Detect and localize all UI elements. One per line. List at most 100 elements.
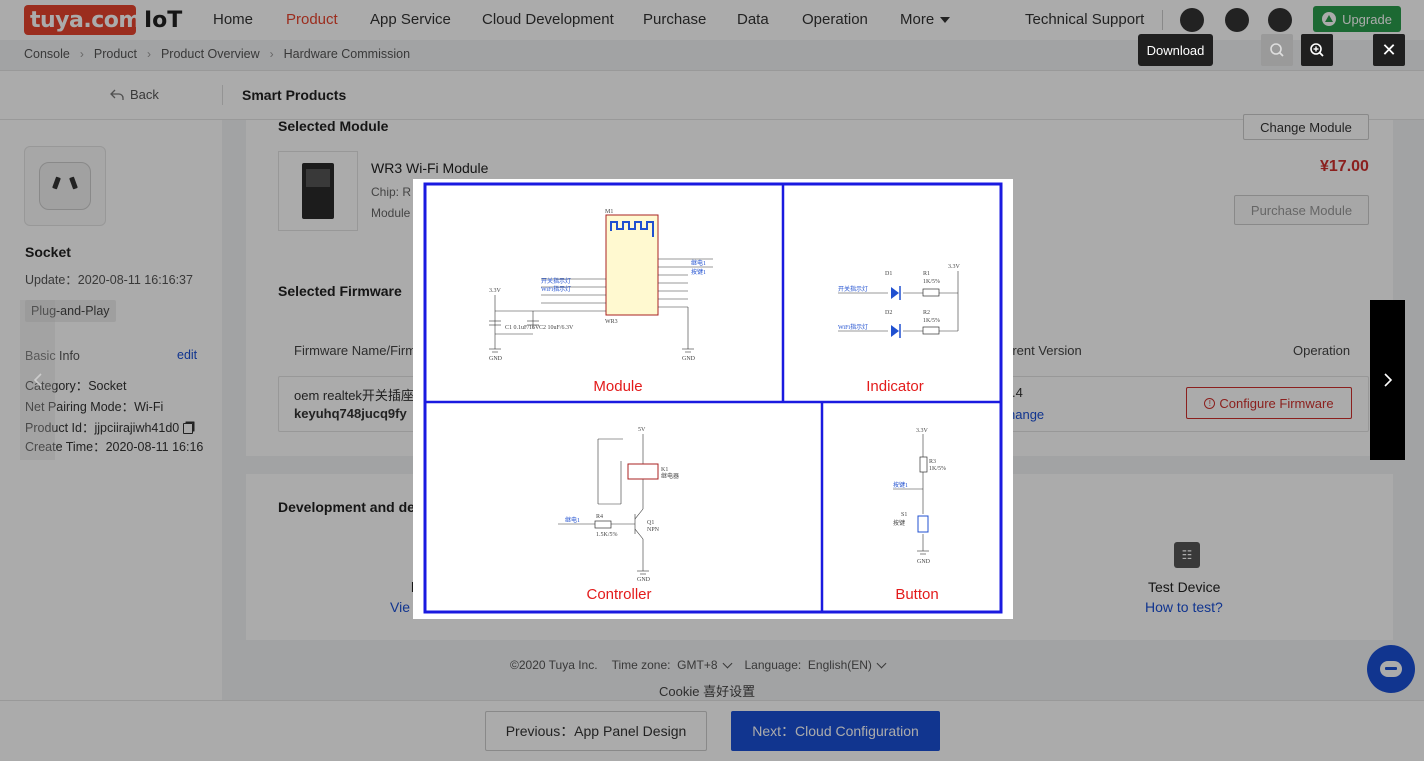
copy-icon[interactable] bbox=[183, 423, 194, 435]
tuya-logo[interactable]: tuya.com bbox=[24, 5, 141, 35]
development-item-title: l bbox=[411, 579, 414, 595]
chevron-right-icon bbox=[1383, 373, 1392, 387]
product-info-panel: Socket Update：2020-08-11 16:16:37 Plug-a… bbox=[0, 120, 222, 700]
language[interactable]: Language: English(EN) bbox=[745, 658, 887, 672]
close-icon: ✕ bbox=[1381, 39, 1397, 60]
firmware-id: keyuhq748jucq9fy bbox=[294, 406, 407, 421]
arrow-up-icon bbox=[1322, 12, 1337, 26]
firmware-name: oem realtek开关插座 bbox=[294, 388, 414, 403]
module-name: WR3 Wi-Fi Module bbox=[371, 160, 489, 176]
svg-text:开关指示灯: 开关指示灯 bbox=[541, 277, 571, 285]
svg-text:开关指示灯: 开关指示灯 bbox=[838, 285, 868, 293]
svg-text:5V: 5V bbox=[638, 427, 646, 433]
svg-text:WiFi指示灯: WiFi指示灯 bbox=[541, 285, 571, 293]
svg-text:C1 0.1uF/16V: C1 0.1uF/16V bbox=[505, 325, 540, 331]
nav-more[interactable]: More bbox=[900, 11, 951, 28]
nav-operation[interactable]: Operation bbox=[802, 11, 868, 28]
timezone[interactable]: Time zone: GMT+8 bbox=[612, 658, 732, 672]
basic-info-edit-link[interactable]: edit bbox=[177, 348, 198, 362]
basic-info-label: Basic Info bbox=[25, 349, 80, 363]
previous-step-button[interactable]: Previous：App Panel Design bbox=[485, 711, 707, 751]
breadcrumb: Console › Product › Product Overview › H… bbox=[24, 47, 410, 61]
chevron-left-icon bbox=[33, 373, 42, 387]
cookie-settings-link[interactable]: Cookie 喜好设置 bbox=[659, 684, 756, 699]
firmware-change-link[interactable]: hange bbox=[1008, 407, 1045, 422]
module-info: Module bbox=[371, 206, 411, 220]
svg-text:继电1: 继电1 bbox=[691, 259, 706, 267]
sub-header-divider bbox=[222, 85, 223, 105]
bottom-bar bbox=[0, 700, 1424, 761]
svg-text:K1: K1 bbox=[661, 467, 668, 473]
svg-text:C2 10uF/6.3V: C2 10uF/6.3V bbox=[539, 325, 574, 331]
svg-text:继电器: 继电器 bbox=[661, 472, 679, 480]
chat-support-button[interactable] bbox=[1367, 645, 1415, 693]
svg-text:WiFi指示灯: WiFi指示灯 bbox=[838, 323, 868, 331]
plug-and-play-tag: Plug-and-Play bbox=[25, 300, 116, 322]
nav-data[interactable]: Data bbox=[737, 11, 769, 28]
nav-product[interactable]: Product bbox=[286, 11, 338, 28]
nav-app-service[interactable]: App Service bbox=[370, 11, 451, 28]
user-avatar-icon[interactable] bbox=[1268, 8, 1292, 32]
breadcrumb-console[interactable]: Console bbox=[24, 47, 70, 61]
development-title: Development and de bbox=[278, 499, 415, 515]
nav-cloud-development[interactable]: Cloud Development bbox=[482, 11, 614, 28]
svg-text:1K/5%: 1K/5% bbox=[923, 318, 940, 324]
back-arrow-icon bbox=[110, 89, 124, 100]
svg-text:WR3: WR3 bbox=[605, 319, 618, 325]
svg-text:3.3V: 3.3V bbox=[948, 264, 961, 270]
change-module-button[interactable]: Change Module bbox=[1243, 114, 1369, 140]
zoom-out-button[interactable] bbox=[1261, 34, 1293, 66]
panel-label-indicator: Indicator bbox=[866, 378, 924, 395]
checklist-icon: ☷ bbox=[1174, 542, 1200, 568]
svg-text:NPN: NPN bbox=[647, 527, 660, 533]
purchase-module-button[interactable]: Purchase Module bbox=[1234, 195, 1369, 225]
operation-header: Operation bbox=[1293, 343, 1351, 358]
bell-icon[interactable] bbox=[1180, 8, 1204, 32]
svg-text:按键1: 按键1 bbox=[893, 481, 908, 489]
sub-header: Back Smart Products bbox=[0, 70, 1424, 120]
svg-text:R3: R3 bbox=[929, 459, 936, 465]
close-viewer-button[interactable]: ✕ bbox=[1373, 34, 1405, 66]
panel-label-button: Button bbox=[895, 586, 938, 603]
product-name: Socket bbox=[25, 244, 71, 260]
footer: ©2020 Tuya Inc. Time zone: GMT+8 Languag… bbox=[510, 658, 887, 672]
breadcrumb-product[interactable]: Product bbox=[93, 47, 137, 61]
current-version-header: rrent Version bbox=[1008, 343, 1082, 358]
how-to-test-link[interactable]: How to test? bbox=[1145, 599, 1223, 615]
nav-purchase[interactable]: Purchase bbox=[643, 11, 707, 28]
zoom-in-button[interactable] bbox=[1301, 34, 1333, 66]
product-id: Product Id：jjpciirajiwh41d0 bbox=[25, 417, 194, 436]
next-image-button[interactable] bbox=[1370, 300, 1405, 460]
nav-home[interactable]: Home bbox=[213, 11, 254, 28]
page-title: Smart Products bbox=[242, 87, 347, 103]
product-pairing-mode: Net Pairing Mode：Wi-Fi bbox=[25, 400, 164, 414]
svg-text:1K/5%: 1K/5% bbox=[929, 466, 946, 472]
download-tooltip: Download bbox=[1138, 34, 1213, 66]
nav-divider bbox=[1162, 10, 1163, 30]
breadcrumb-hardware-commission: Hardware Commission bbox=[283, 47, 411, 61]
iot-logo-text: IoT bbox=[144, 8, 183, 33]
development-item-link[interactable]: Vie bbox=[390, 599, 410, 615]
configure-firmware-button[interactable]: !Configure Firmware bbox=[1186, 387, 1352, 419]
svg-text:按键1: 按键1 bbox=[691, 268, 706, 276]
breadcrumb-product-overview[interactable]: Product Overview bbox=[160, 47, 260, 61]
previous-image-button[interactable] bbox=[20, 300, 55, 460]
top-nav: tuya.com IoT Home Product App Service Cl… bbox=[0, 0, 1424, 40]
product-category: Category：Socket bbox=[25, 379, 127, 393]
next-step-button[interactable]: Next：Cloud Configuration bbox=[731, 711, 940, 751]
svg-text:R2: R2 bbox=[923, 310, 930, 316]
nav-technical-support[interactable]: Technical Support bbox=[1025, 11, 1145, 28]
message-icon[interactable] bbox=[1225, 8, 1249, 32]
back-button[interactable]: Back bbox=[110, 87, 159, 102]
schematic-image: M1 WR3 3.3V C1 0.1uF/16V C2 10uF/6.3V 开关… bbox=[413, 179, 1013, 619]
upgrade-button[interactable]: Upgrade bbox=[1313, 6, 1401, 32]
product-create-time: Create Time：2020-08-11 16:16 bbox=[25, 440, 204, 454]
svg-text:Q1: Q1 bbox=[647, 520, 654, 526]
chat-icon bbox=[1380, 661, 1402, 677]
svg-text:GND: GND bbox=[917, 559, 931, 565]
test-device-title: Test Device bbox=[1148, 579, 1221, 595]
chevron-right-icon: › bbox=[79, 47, 84, 61]
svg-text:GND: GND bbox=[489, 356, 503, 362]
product-update-time: Update：2020-08-11 16:16:37 bbox=[25, 273, 193, 287]
svg-text:1.5K/5%: 1.5K/5% bbox=[596, 532, 618, 538]
